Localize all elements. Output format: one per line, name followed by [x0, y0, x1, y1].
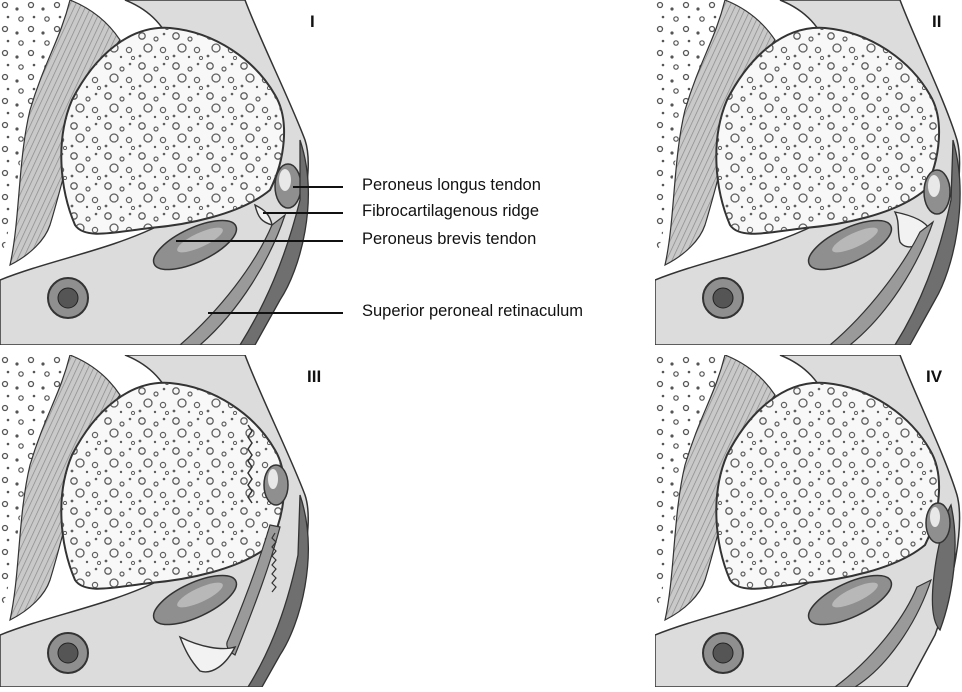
- panel-4-drawing: [655, 355, 962, 687]
- panel-grade-3: III: [0, 355, 310, 692]
- panel-2-drawing: [655, 0, 962, 345]
- vessel-lumen: [58, 288, 78, 308]
- panel-grade-4: IV: [655, 355, 962, 692]
- panel-3-drawing: [0, 355, 310, 687]
- vessel-lumen: [713, 288, 733, 308]
- vessel-lumen: [58, 643, 78, 663]
- label-retinaculum: Superior peroneal retinaculum: [362, 302, 583, 321]
- leader-retinaculum: [208, 312, 343, 314]
- panel-label: III: [307, 367, 321, 387]
- tendon-highlight: [930, 507, 940, 527]
- tendon-highlight: [928, 175, 940, 197]
- leader-peroneus-brevis: [176, 240, 343, 242]
- leader-fibro-ridge: [263, 212, 343, 214]
- label-peroneus-longus: Peroneus longus tendon: [362, 176, 541, 195]
- panel-grade-1: I: [0, 0, 310, 350]
- panel-label: II: [932, 12, 941, 32]
- label-peroneus-brevis: Peroneus brevis tendon: [362, 230, 536, 249]
- tendon-highlight: [279, 169, 291, 191]
- tendon-highlight: [268, 469, 278, 489]
- panel-label: I: [310, 12, 315, 32]
- leader-peroneus-longus: [293, 186, 343, 188]
- vessel-lumen: [713, 643, 733, 663]
- panel-1-drawing: [0, 0, 310, 345]
- label-fibro-ridge: Fibrocartilagenous ridge: [362, 202, 539, 221]
- panel-grade-2: II: [655, 0, 962, 350]
- panel-label: IV: [926, 367, 942, 387]
